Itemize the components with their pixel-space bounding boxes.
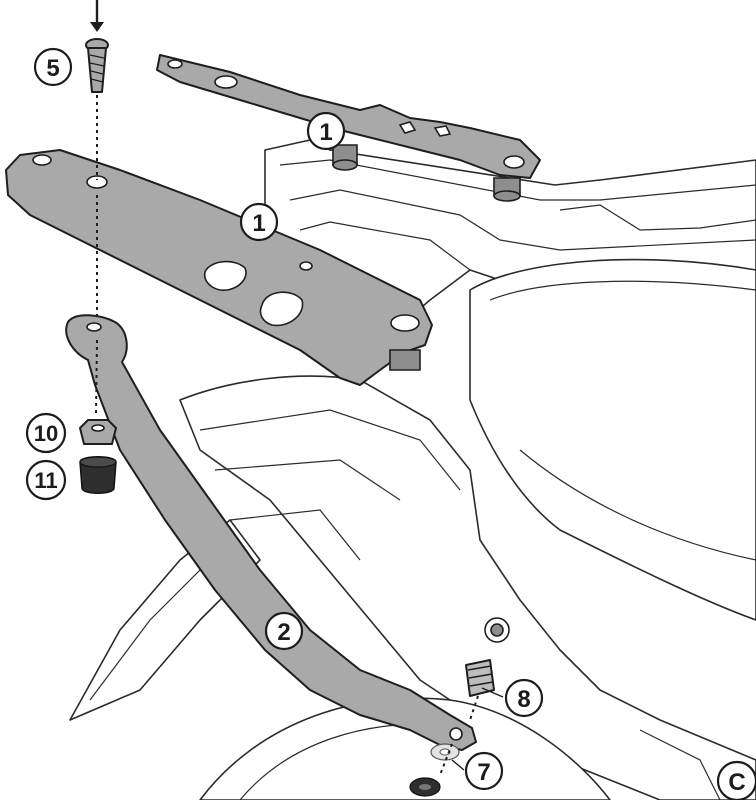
callout-5-label: 5 [46,55,59,82]
callout-7-label: 7 [477,759,490,786]
motorcycle-outline [69,139,756,800]
callout-8: 8 [504,678,544,718]
cap-11 [79,456,117,494]
nut-10 [79,419,117,445]
callout-10: 10 [25,412,67,454]
callout-1-rear: 1 [306,111,346,151]
rear-plate-bracket [156,54,541,202]
callout-1-front: 1 [239,202,279,242]
callout-10-label: 10 [34,421,58,446]
callout-c-label: C [728,769,745,796]
callout-7: 7 [464,751,504,791]
lock-nut [409,777,441,797]
side-strut [65,314,477,751]
washer-7 [430,743,460,761]
spacer-8 [465,659,495,697]
callout-c: C [716,760,756,800]
callout-1-front-label: 1 [252,210,265,237]
callout-11-label: 11 [34,468,57,493]
callout-1-rear-label: 1 [319,119,332,146]
insertion-arrow [90,0,104,32]
front-plate-bracket [5,149,433,386]
callout-5: 5 [33,47,73,87]
bolt-5 [85,38,109,93]
callout-8-label: 8 [517,686,530,713]
callout-11: 11 [25,459,67,501]
callout-2: 2 [264,611,304,651]
callout-2-label: 2 [277,619,290,646]
